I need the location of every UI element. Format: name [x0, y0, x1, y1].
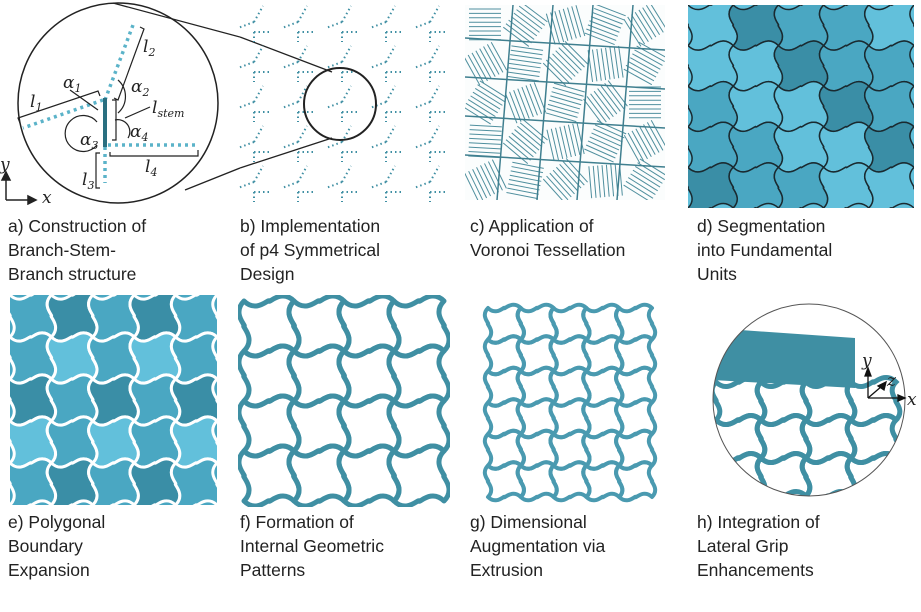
panel-f-internal-patterns — [238, 295, 450, 507]
panel-h-lateral-grip: y z x — [712, 298, 918, 504]
tile — [864, 81, 914, 132]
tile — [728, 162, 784, 208]
voronoi-cell — [507, 45, 544, 82]
tile — [773, 162, 829, 208]
label-l1: l1 — [30, 92, 42, 114]
label-l4: l4 — [145, 157, 157, 179]
tile — [169, 373, 217, 427]
label-l3: l3 — [82, 170, 94, 192]
panel-a-branch-stem-diagram: l1 l2 l3 l4 lstem α1 α2 α3 α4 y x — [0, 0, 240, 205]
label-alpha2: α2 — [131, 77, 149, 99]
axis-x-label: x — [907, 390, 917, 410]
voronoi-cell — [623, 41, 665, 86]
axis-x-label: x — [42, 188, 52, 205]
tile — [818, 162, 874, 208]
voronoi-cell — [587, 45, 624, 82]
voronoi-cell — [504, 82, 547, 124]
tile — [864, 5, 914, 51]
label-l2: l2 — [143, 37, 155, 59]
branch-motif — [237, 125, 270, 162]
branch-motif — [237, 45, 270, 82]
voronoi-cell — [542, 158, 588, 200]
branch-motif — [281, 125, 314, 162]
voronoi-cell — [583, 80, 628, 125]
voronoi-cell — [469, 8, 501, 41]
voronoi-cell — [545, 82, 585, 123]
label-alpha4: α4 — [130, 122, 148, 144]
branch-motif — [237, 165, 270, 202]
branch-motif — [281, 165, 314, 202]
tile — [10, 457, 58, 505]
tile — [45, 457, 99, 505]
voronoi-cell — [546, 122, 585, 162]
branch-motif — [281, 85, 314, 122]
tile — [169, 457, 217, 505]
tile — [688, 162, 738, 208]
branch-motif — [325, 5, 358, 42]
branch-motif — [325, 165, 358, 202]
panel-d-segmentation — [688, 5, 914, 208]
voronoi-cell — [465, 159, 507, 200]
panel-g-extrusion — [480, 300, 660, 505]
branch-motif — [237, 85, 270, 122]
voronoi-cell — [542, 41, 588, 87]
branch-motif — [413, 125, 446, 162]
panel-e-boundary-expansion — [10, 295, 217, 505]
axis-y-label: y — [0, 155, 10, 175]
label-lstem: lstem — [152, 98, 184, 120]
tile — [169, 331, 217, 385]
panel-b-p4-symmetry — [232, 0, 447, 205]
voronoi-cell — [629, 86, 661, 119]
branch-motif — [413, 5, 446, 42]
voronoi-cell — [506, 161, 544, 200]
tile — [864, 162, 914, 208]
branch-motif — [413, 85, 446, 122]
axis-icon — [864, 366, 907, 402]
branch-motif — [369, 165, 402, 202]
voronoi-cell — [465, 80, 508, 125]
voronoi-cell — [623, 5, 665, 47]
tile — [87, 457, 140, 505]
tile — [864, 121, 914, 173]
branch-motif — [413, 45, 446, 82]
branch-motif — [325, 45, 358, 82]
tile — [614, 460, 658, 503]
branch-motif — [237, 5, 270, 42]
axis-z-label: z — [886, 371, 897, 391]
branch-motif — [281, 5, 314, 42]
branch-motif — [369, 45, 402, 82]
voronoi-cell — [468, 124, 502, 159]
tile — [169, 415, 217, 469]
branch-motif — [369, 125, 402, 162]
branch-motif — [369, 5, 402, 42]
tile — [128, 457, 182, 505]
axis-icon — [0, 170, 38, 205]
label-alpha1: α1 — [63, 73, 81, 95]
branch-motif — [413, 165, 446, 202]
branch-motif — [325, 125, 358, 162]
voronoi-cell — [623, 158, 665, 200]
branch-motif — [369, 85, 402, 122]
branch-motif — [325, 85, 358, 122]
branch-motif — [281, 45, 314, 82]
label-alpha3: α3 — [80, 130, 98, 152]
voronoi-cell — [623, 120, 665, 164]
voronoi-cell — [502, 119, 548, 165]
voronoi-cell — [503, 5, 548, 47]
tile — [386, 443, 450, 507]
axis-y-label: y — [861, 351, 872, 371]
panel-c-voronoi — [465, 5, 665, 200]
tile — [864, 40, 914, 92]
voronoi-cell — [584, 120, 627, 163]
tile — [169, 295, 217, 343]
